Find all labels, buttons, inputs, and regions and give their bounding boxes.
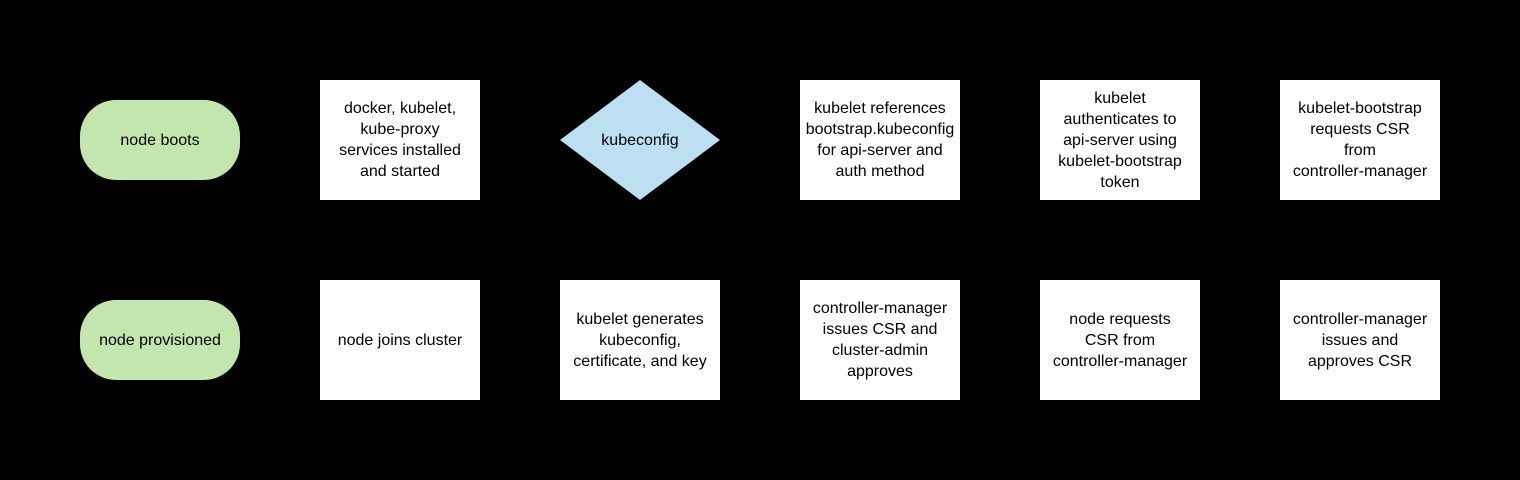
node-label: controller-manager issues and approves C… bbox=[1292, 310, 1428, 370]
process-kubelet-references: kubelet references bootstrap.kubeconfig … bbox=[800, 80, 960, 200]
process-cm-issues-approves-csr: controller-manager issues and approves C… bbox=[1280, 280, 1440, 400]
node-label: kubelet-bootstrap requests CSR from cont… bbox=[1292, 100, 1428, 180]
node-label: node requests CSR from controller-manage… bbox=[1052, 310, 1188, 370]
node-label: kubelet generates kubeconfig, certificat… bbox=[573, 310, 707, 370]
decision-kubeconfig: kubeconfig bbox=[560, 80, 720, 200]
process-cm-issues-admin-approves: controller-manager issues CSR and cluste… bbox=[800, 280, 960, 400]
node-label: docker, kubelet, kube-proxy services ins… bbox=[339, 100, 461, 180]
node-label: node provisioned bbox=[99, 331, 221, 349]
process-node-requests-csr: node requests CSR from controller-manage… bbox=[1040, 280, 1200, 400]
process-services-installed: docker, kubelet, kube-proxy services ins… bbox=[320, 80, 480, 200]
process-bootstrap-requests-csr: kubelet-bootstrap requests CSR from cont… bbox=[1280, 80, 1440, 200]
node-label: node joins cluster bbox=[337, 331, 463, 349]
node-label: controller-manager issues CSR and cluste… bbox=[812, 300, 948, 380]
terminator-node-provisioned: node provisioned bbox=[80, 300, 240, 380]
node-label: kubelet references bootstrap.kubeconfig … bbox=[805, 100, 955, 180]
process-kubelet-generates: kubelet generates kubeconfig, certificat… bbox=[560, 280, 720, 400]
node-label: kubeconfig bbox=[601, 131, 679, 149]
terminator-node-boots: node boots bbox=[80, 100, 240, 180]
process-node-joins-cluster: node joins cluster bbox=[320, 280, 480, 400]
node-label: node boots bbox=[120, 131, 200, 149]
process-kubelet-authenticates: kubelet authenticates to api-server usin… bbox=[1040, 80, 1200, 200]
node-label: kubelet authenticates to api-server usin… bbox=[1058, 89, 1182, 191]
